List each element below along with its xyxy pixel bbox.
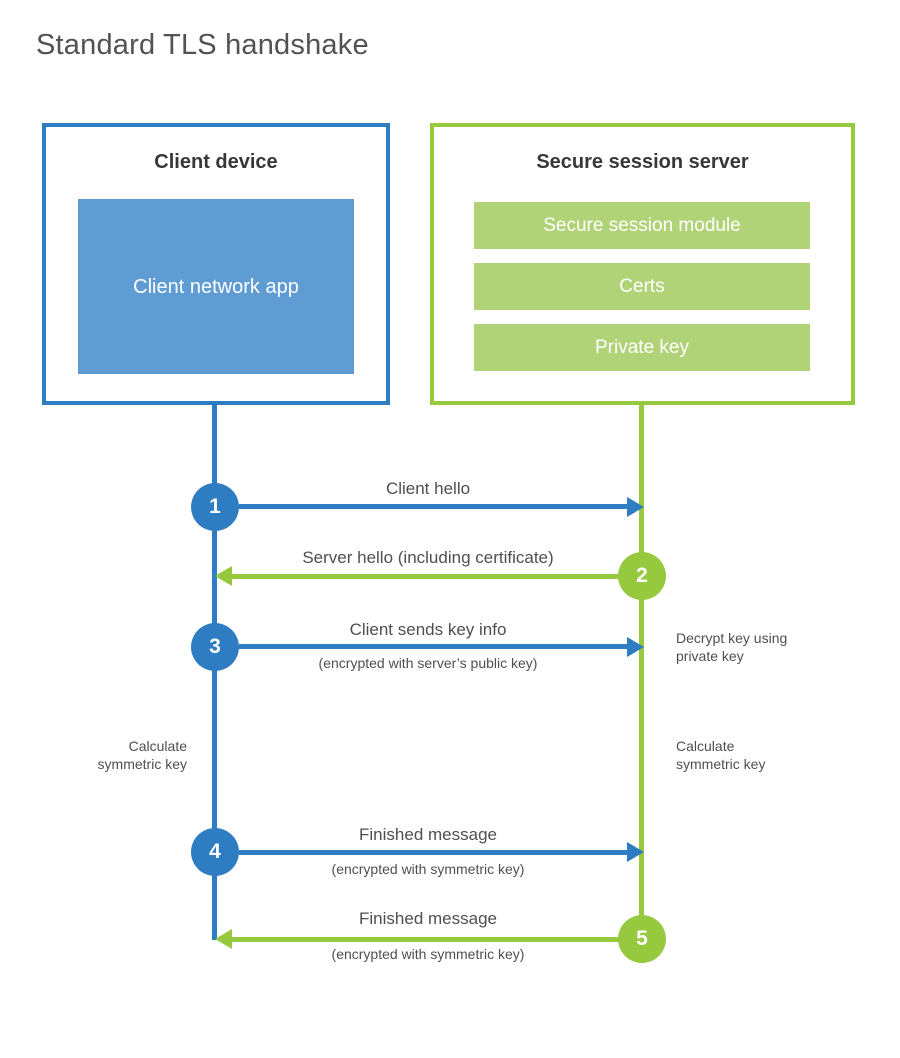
page-title: Standard TLS handshake <box>36 29 369 61</box>
label-client-hello: Client hello <box>385 479 471 498</box>
client-network-app-label: Client network app <box>133 275 299 298</box>
client-device-title: Client device <box>154 151 278 173</box>
arrowhead-left-icon <box>215 566 232 586</box>
server-lifeline <box>639 405 644 963</box>
note-server-calculate-symmetric-key: Calculate symmetric key <box>676 738 766 772</box>
step-circle-5: 5 <box>618 915 666 963</box>
arrow-server-hello <box>231 574 620 579</box>
arrow-finished-server <box>231 937 620 942</box>
note-client-calculate-symmetric-key: Calculate symmetric key <box>97 738 187 772</box>
step-circle-4: 4 <box>191 828 239 876</box>
sublabel-finished-client: (encrypted with symmetric key) <box>331 861 525 877</box>
step-circle-2: 2 <box>618 552 666 600</box>
server-module-secure-session-module: Secure session module <box>474 202 810 249</box>
arrowhead-right-icon <box>627 637 644 657</box>
note-server-decrypt-key: Decrypt key using private key <box>676 630 788 664</box>
label-server-hello: Server hello (including certificate) <box>302 548 554 567</box>
label-finished-server: Finished message <box>359 909 497 928</box>
secure-session-server-box: Secure session server Secure session mod… <box>430 123 855 405</box>
arrowhead-left-icon <box>215 929 232 949</box>
label-client-key-info: Client sends key info <box>349 620 507 639</box>
server-module-private-key: Private key <box>474 324 810 371</box>
client-device-box: Client device Client network app <box>42 123 390 405</box>
client-network-app-box: Client network app <box>78 199 354 374</box>
label-finished-client: Finished message <box>359 825 497 844</box>
client-lifeline <box>212 405 217 940</box>
arrow-client-hello <box>239 504 629 509</box>
secure-session-server-title: Secure session server <box>536 151 749 173</box>
server-module-certs: Certs <box>474 263 810 310</box>
step-circle-1: 1 <box>191 483 239 531</box>
sublabel-finished-server: (encrypted with symmetric key) <box>331 946 525 962</box>
arrow-client-key-info <box>239 644 629 649</box>
step-circle-3: 3 <box>191 623 239 671</box>
sublabel-client-key-info: (encrypted with server’s public key) <box>318 655 538 671</box>
arrowhead-right-icon <box>627 497 644 517</box>
arrowhead-right-icon <box>627 842 644 862</box>
arrow-finished-client <box>239 850 629 855</box>
